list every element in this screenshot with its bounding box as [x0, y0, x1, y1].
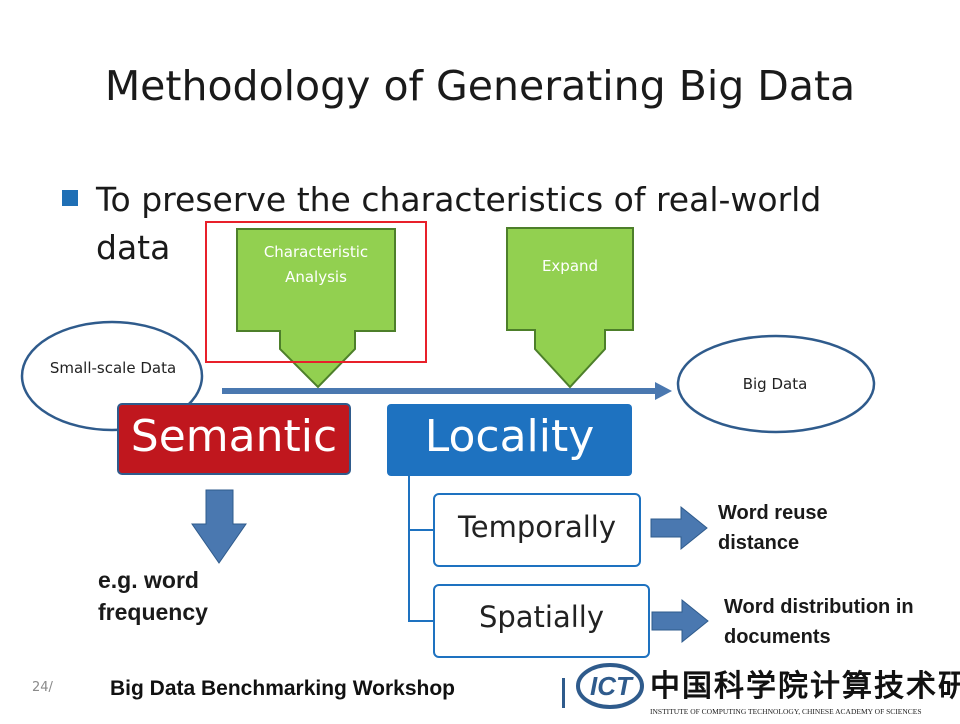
spatially-label: Spatially — [478, 600, 605, 634]
highlight-box — [205, 221, 427, 363]
slide-title: Methodology of Generating Big Data — [104, 62, 856, 110]
semantic-box — [117, 403, 351, 475]
ict-logo: ICT 中国科学院计算技术研究所 INSTITUTE OF COMPUTING … — [560, 658, 960, 720]
temporal-note: Word reuse distance — [718, 502, 828, 554]
semantic-label: Semantic — [130, 411, 338, 462]
small-scale-label: Small-scale Data — [49, 359, 177, 377]
bullet-text: To preserve the characteristics of real-… — [96, 180, 822, 267]
big-data-label: Big Data — [742, 375, 808, 393]
characteristic-analysis-label: Characteristic Analysis — [263, 243, 369, 286]
spatially-box — [433, 584, 650, 658]
semantic-down-arrow — [191, 489, 247, 564]
spatial-note: Word distribution in documents — [724, 596, 914, 648]
temporal-right-arrow — [650, 505, 708, 551]
temporally-box — [433, 493, 641, 567]
temporally-label: Temporally — [458, 510, 616, 544]
ict-logo-caption: INSTITUTE OF COMPUTING TECHNOLOGY, CHINE… — [650, 707, 922, 716]
footer-divider — [562, 678, 565, 708]
spatial-right-arrow — [651, 598, 709, 644]
expand-callout — [506, 227, 634, 389]
expand-label: Expand — [541, 257, 599, 275]
flow-arrow-head — [655, 382, 672, 400]
workshop-name: Big Data Benchmarking Workshop — [110, 677, 456, 700]
semantic-example-note: e.g. word frequency — [98, 567, 208, 625]
characteristic-analysis-callout — [236, 228, 396, 389]
locality-box — [387, 404, 632, 476]
big-data-oval — [676, 334, 876, 434]
page-number: 24/ — [32, 680, 53, 695]
ict-logo-cjk-graphic: 中国科学院计算技术研究所 — [650, 669, 960, 704]
bullet-marker — [62, 190, 78, 206]
locality-label: Locality — [424, 411, 595, 462]
ict-logo-mark: ICT — [590, 671, 634, 701]
